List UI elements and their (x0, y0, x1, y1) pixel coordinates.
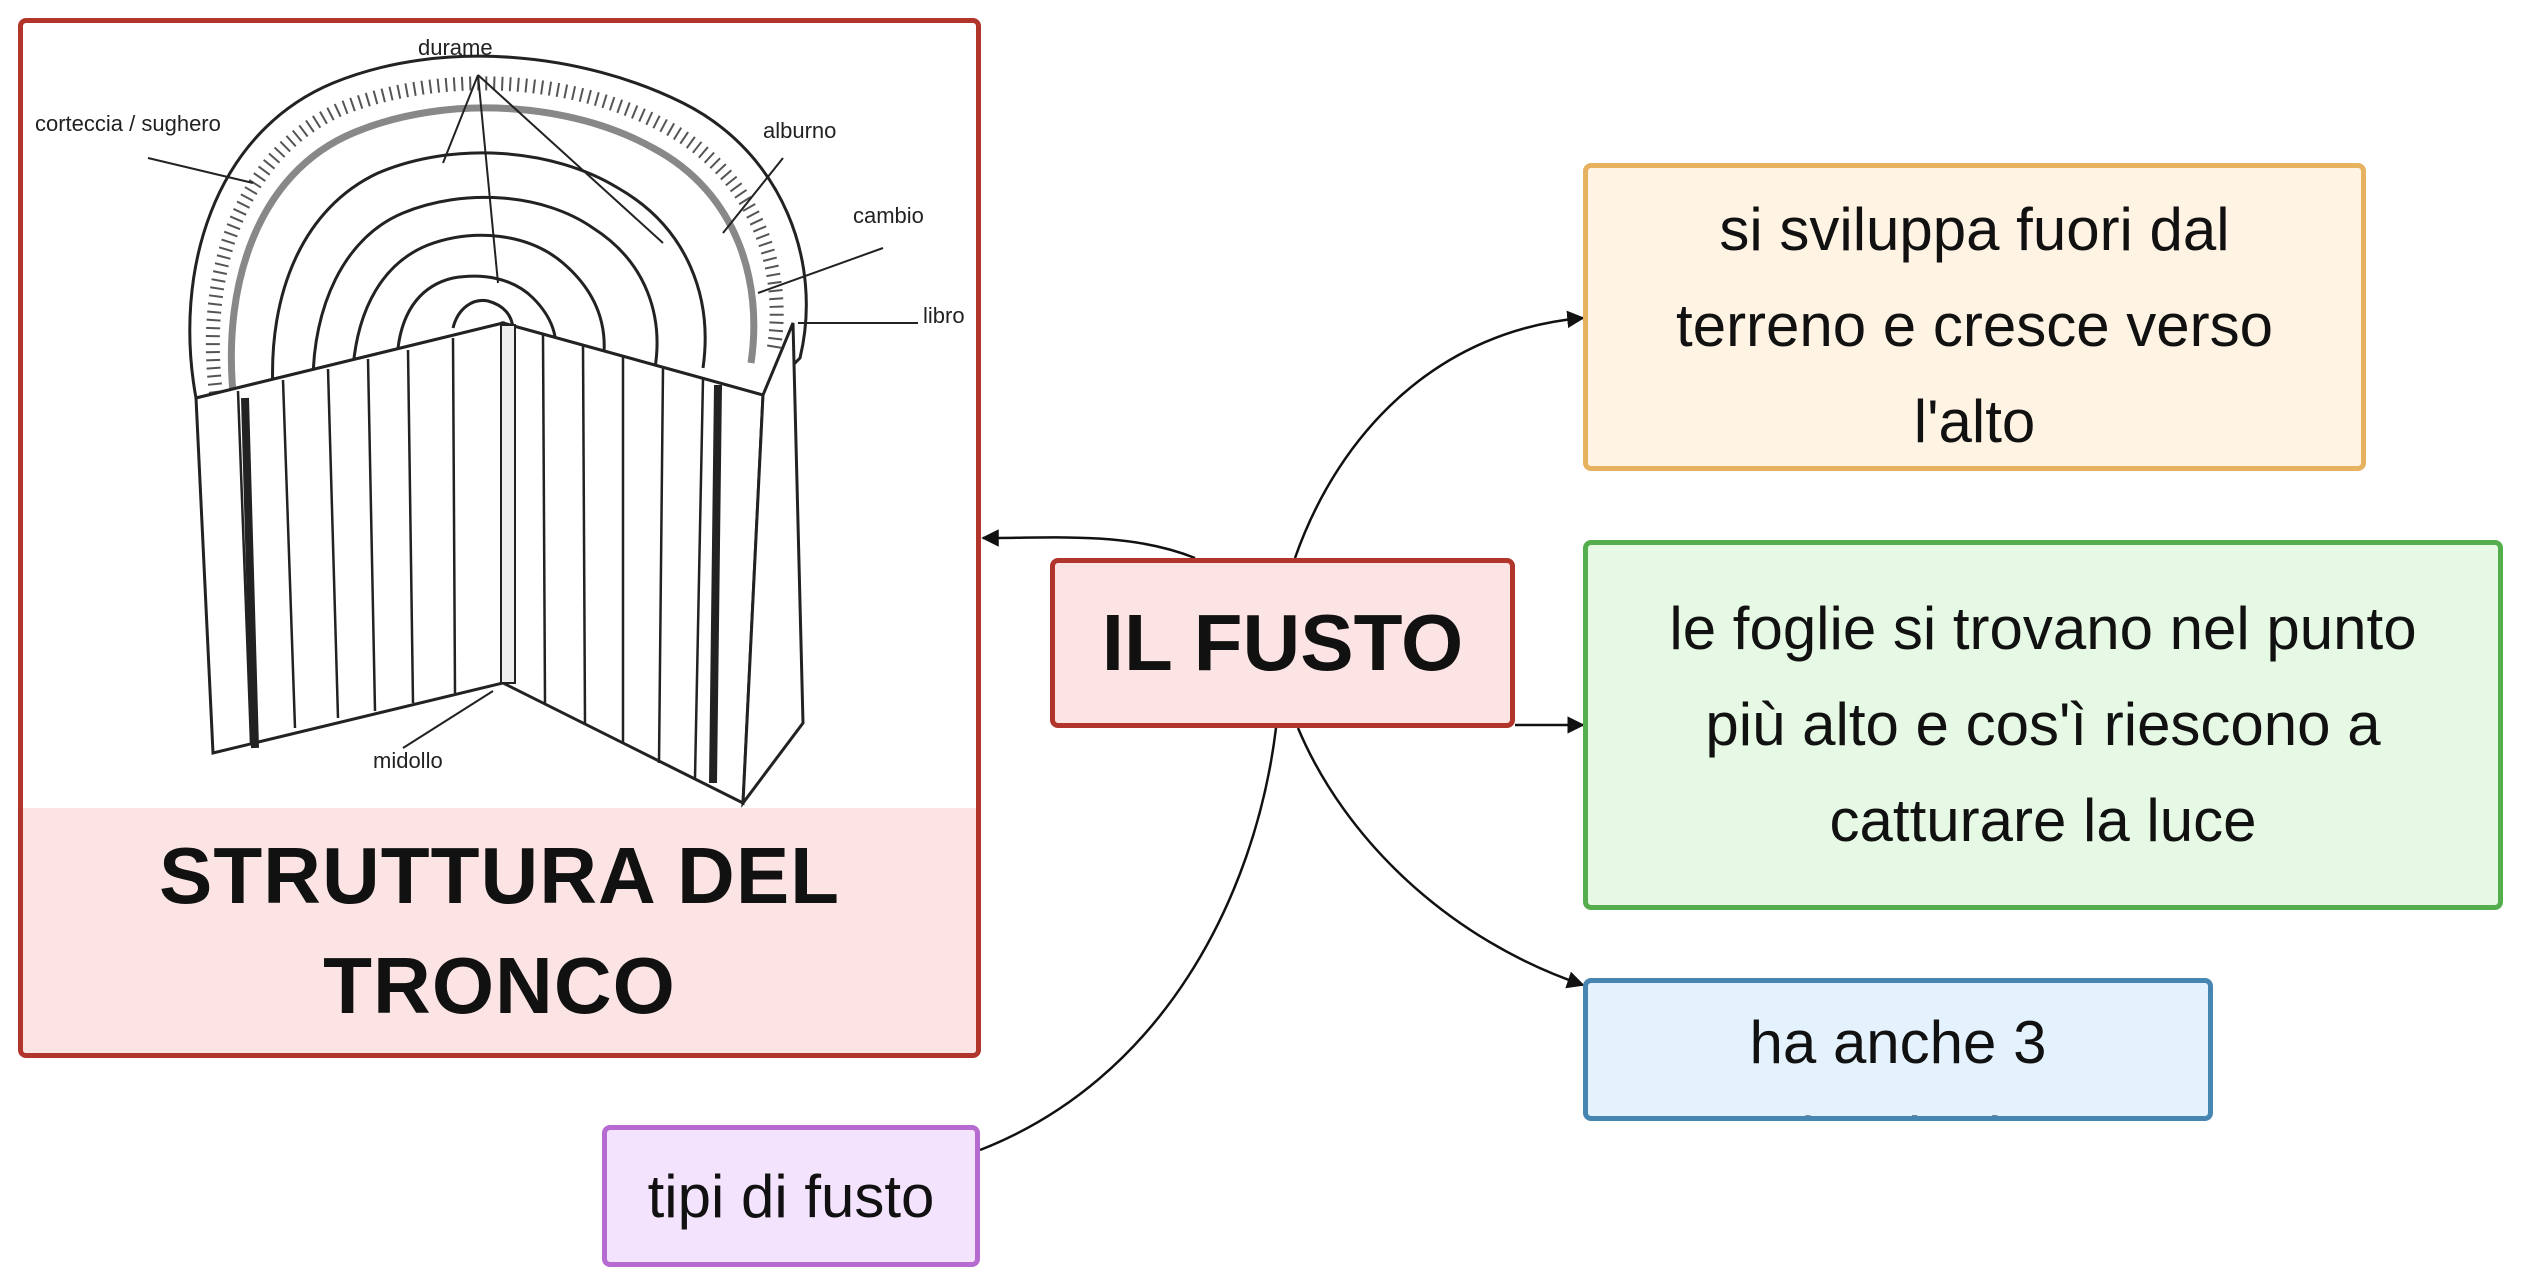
branch-blue-line-1: ha anche 3 (1749, 1009, 2047, 1076)
branch-purple-label: tipi di fusto (647, 1162, 935, 1230)
branch-orange[interactable]: si sviluppa fuori dal terreno e cresce v… (1583, 163, 2366, 471)
branch-green-line-1: le foglie si trovano nel punto (1669, 595, 2417, 662)
connector-to-structure (981, 529, 1196, 560)
central-topic-title: IL FUSTO (1101, 598, 1464, 687)
branch-orange-line-1: si sviluppa fuori dal (1719, 196, 2230, 263)
caption-line-2: TRONCO (323, 940, 676, 1030)
branch-green-line-3: catturare la luce (1829, 787, 2257, 854)
central-topic[interactable]: IL FUSTO (1050, 558, 1515, 728)
caption-line-1: STRUTTURA DEL (158, 830, 841, 920)
connector-to-purple (979, 727, 1278, 1152)
trunk-structure-caption: STRUTTURA DEL TRONCO (23, 808, 976, 1053)
branch-orange-line-2: terreno e cresce verso (1676, 292, 2273, 359)
label-corteccia: corteccia / sughero (35, 111, 221, 136)
connector-to-orange (1293, 310, 1585, 559)
branch-green[interactable]: le foglie si trovano nel punto più alto … (1583, 540, 2503, 910)
branch-green-line-2: più alto e cos'ì riescono a (1705, 691, 2381, 758)
branch-blue[interactable]: ha anche 3 funzioni (1583, 978, 2213, 1121)
branch-blue-line-2: funzioni (1588, 1091, 2208, 1116)
label-libro: libro (923, 303, 965, 328)
trunk-cross-section-illustration: durame corteccia / sughero alburno cambi… (35, 35, 965, 808)
label-midollo: midollo (373, 748, 443, 773)
branch-purple[interactable]: tipi di fusto (602, 1125, 980, 1267)
label-alburno: alburno (763, 118, 836, 143)
label-durame: durame (418, 35, 493, 60)
connector-to-blue (1296, 727, 1585, 989)
trunk-structure-card[interactable]: durame corteccia / sughero alburno cambi… (18, 18, 981, 1058)
label-cambio: cambio (853, 203, 924, 228)
branch-orange-line-3: l'alto (1913, 388, 2036, 455)
